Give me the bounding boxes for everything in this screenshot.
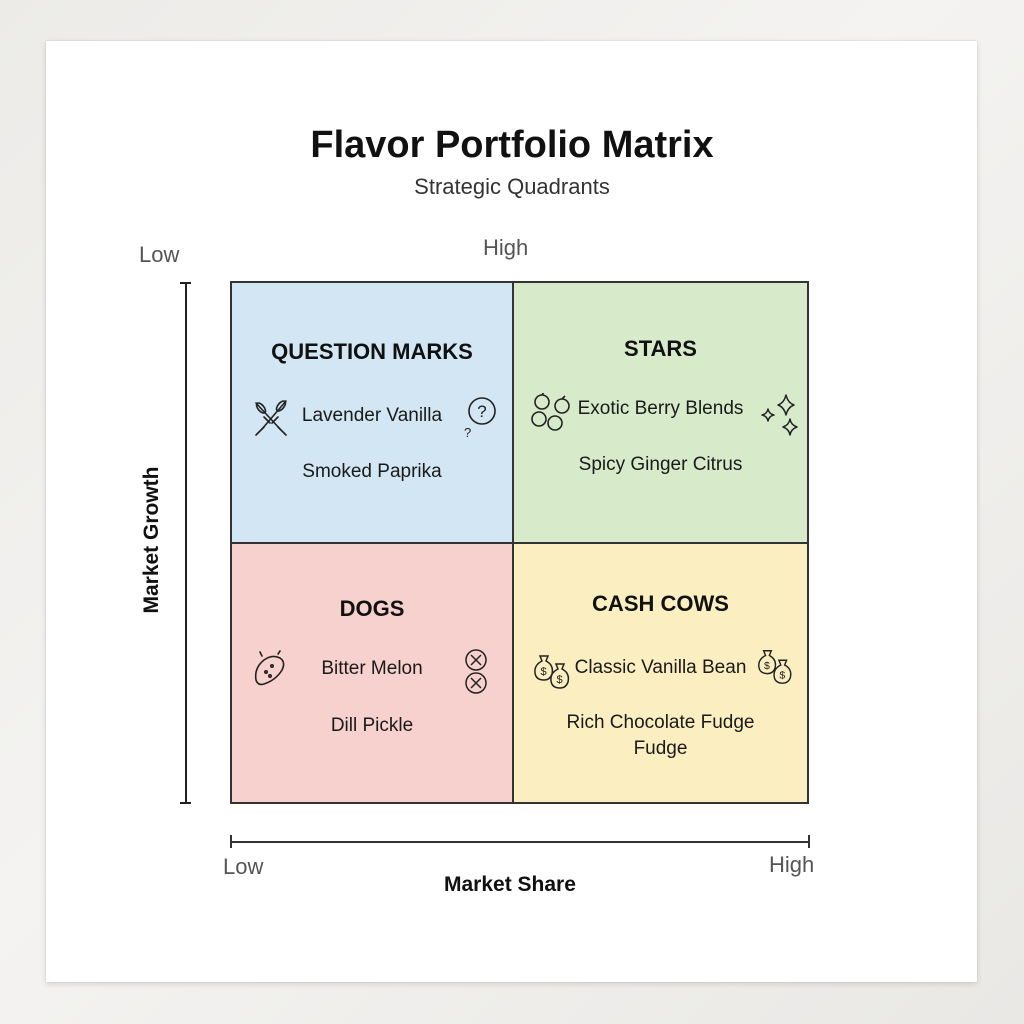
svg-text:$: $ bbox=[540, 666, 546, 678]
quadrant-title: DOGS bbox=[339, 596, 405, 621]
lavender-sprig-icon bbox=[255, 400, 287, 436]
y-axis-title: Market Growth bbox=[140, 466, 163, 614]
quadrant-cash-cows: CASH COWS $ $ Classic Vanilla Bean $ $ R… bbox=[514, 544, 807, 802]
pickle-icon bbox=[254, 650, 285, 686]
flavor-item: Classic Vanilla Bean bbox=[574, 657, 747, 678]
flavor-item: Bitter Melon bbox=[321, 658, 423, 679]
top-high-label: High bbox=[483, 235, 529, 260]
x-axis-title: Market Share bbox=[444, 873, 576, 896]
svg-text:$: $ bbox=[556, 674, 562, 686]
flavor-item: Exotic Berry Blends bbox=[577, 398, 744, 419]
question-mark-icon: ? ? bbox=[464, 397, 496, 439]
money-bags-icon: $ $ bbox=[534, 655, 570, 689]
svg-text:$: $ bbox=[764, 660, 770, 672]
x-marks-icon bbox=[465, 649, 487, 694]
x-axis-line bbox=[230, 841, 810, 843]
flavor-item: Lavender Vanilla bbox=[301, 405, 443, 426]
quadrant-question-marks: QUESTION MARKS Lavender Vanilla ? ? Smok… bbox=[232, 283, 514, 544]
y-axis-tick-bottom bbox=[180, 802, 191, 804]
x-axis-tick-right bbox=[808, 835, 810, 848]
quadrant-title: QUESTION MARKS bbox=[271, 339, 473, 364]
quadrant-title: CASH COWS bbox=[592, 591, 729, 616]
svg-text:$: $ bbox=[779, 669, 785, 681]
x-axis-low-label: Low bbox=[223, 854, 264, 879]
page-subtitle: Strategic Quadrants bbox=[414, 174, 610, 199]
y-axis-top-label: Low bbox=[139, 242, 180, 267]
flavor-item: Dill Pickle bbox=[330, 715, 414, 736]
portfolio-matrix: QUESTION MARKS Lavender Vanilla ? ? Smok… bbox=[230, 281, 809, 804]
x-axis-tick-left bbox=[230, 835, 232, 848]
x-axis-high-label: High bbox=[769, 852, 815, 877]
berries-icon bbox=[531, 393, 570, 431]
svg-text:?: ? bbox=[477, 402, 486, 421]
sparkles-icon bbox=[761, 394, 798, 436]
quadrant-title: STARS bbox=[624, 336, 697, 361]
flavor-item: Spicy Ginger Citrus bbox=[578, 454, 743, 475]
flavor-item: Rich Chocolate Fudge Fudge bbox=[566, 712, 755, 759]
quadrant-stars: STARS Exotic Berry Blends Spicy Ginger C… bbox=[514, 283, 807, 544]
svg-text:?: ? bbox=[464, 425, 471, 439]
y-axis-line bbox=[185, 282, 187, 804]
page-title: Flavor Portfolio Matrix bbox=[310, 124, 714, 166]
money-bags-icon: $ $ bbox=[758, 650, 792, 684]
flavor-item: Smoked Paprika bbox=[302, 461, 442, 482]
quadrant-dogs: DOGS Bitter Melon Dill Pickle bbox=[232, 544, 514, 802]
y-axis-tick-top bbox=[180, 282, 191, 284]
